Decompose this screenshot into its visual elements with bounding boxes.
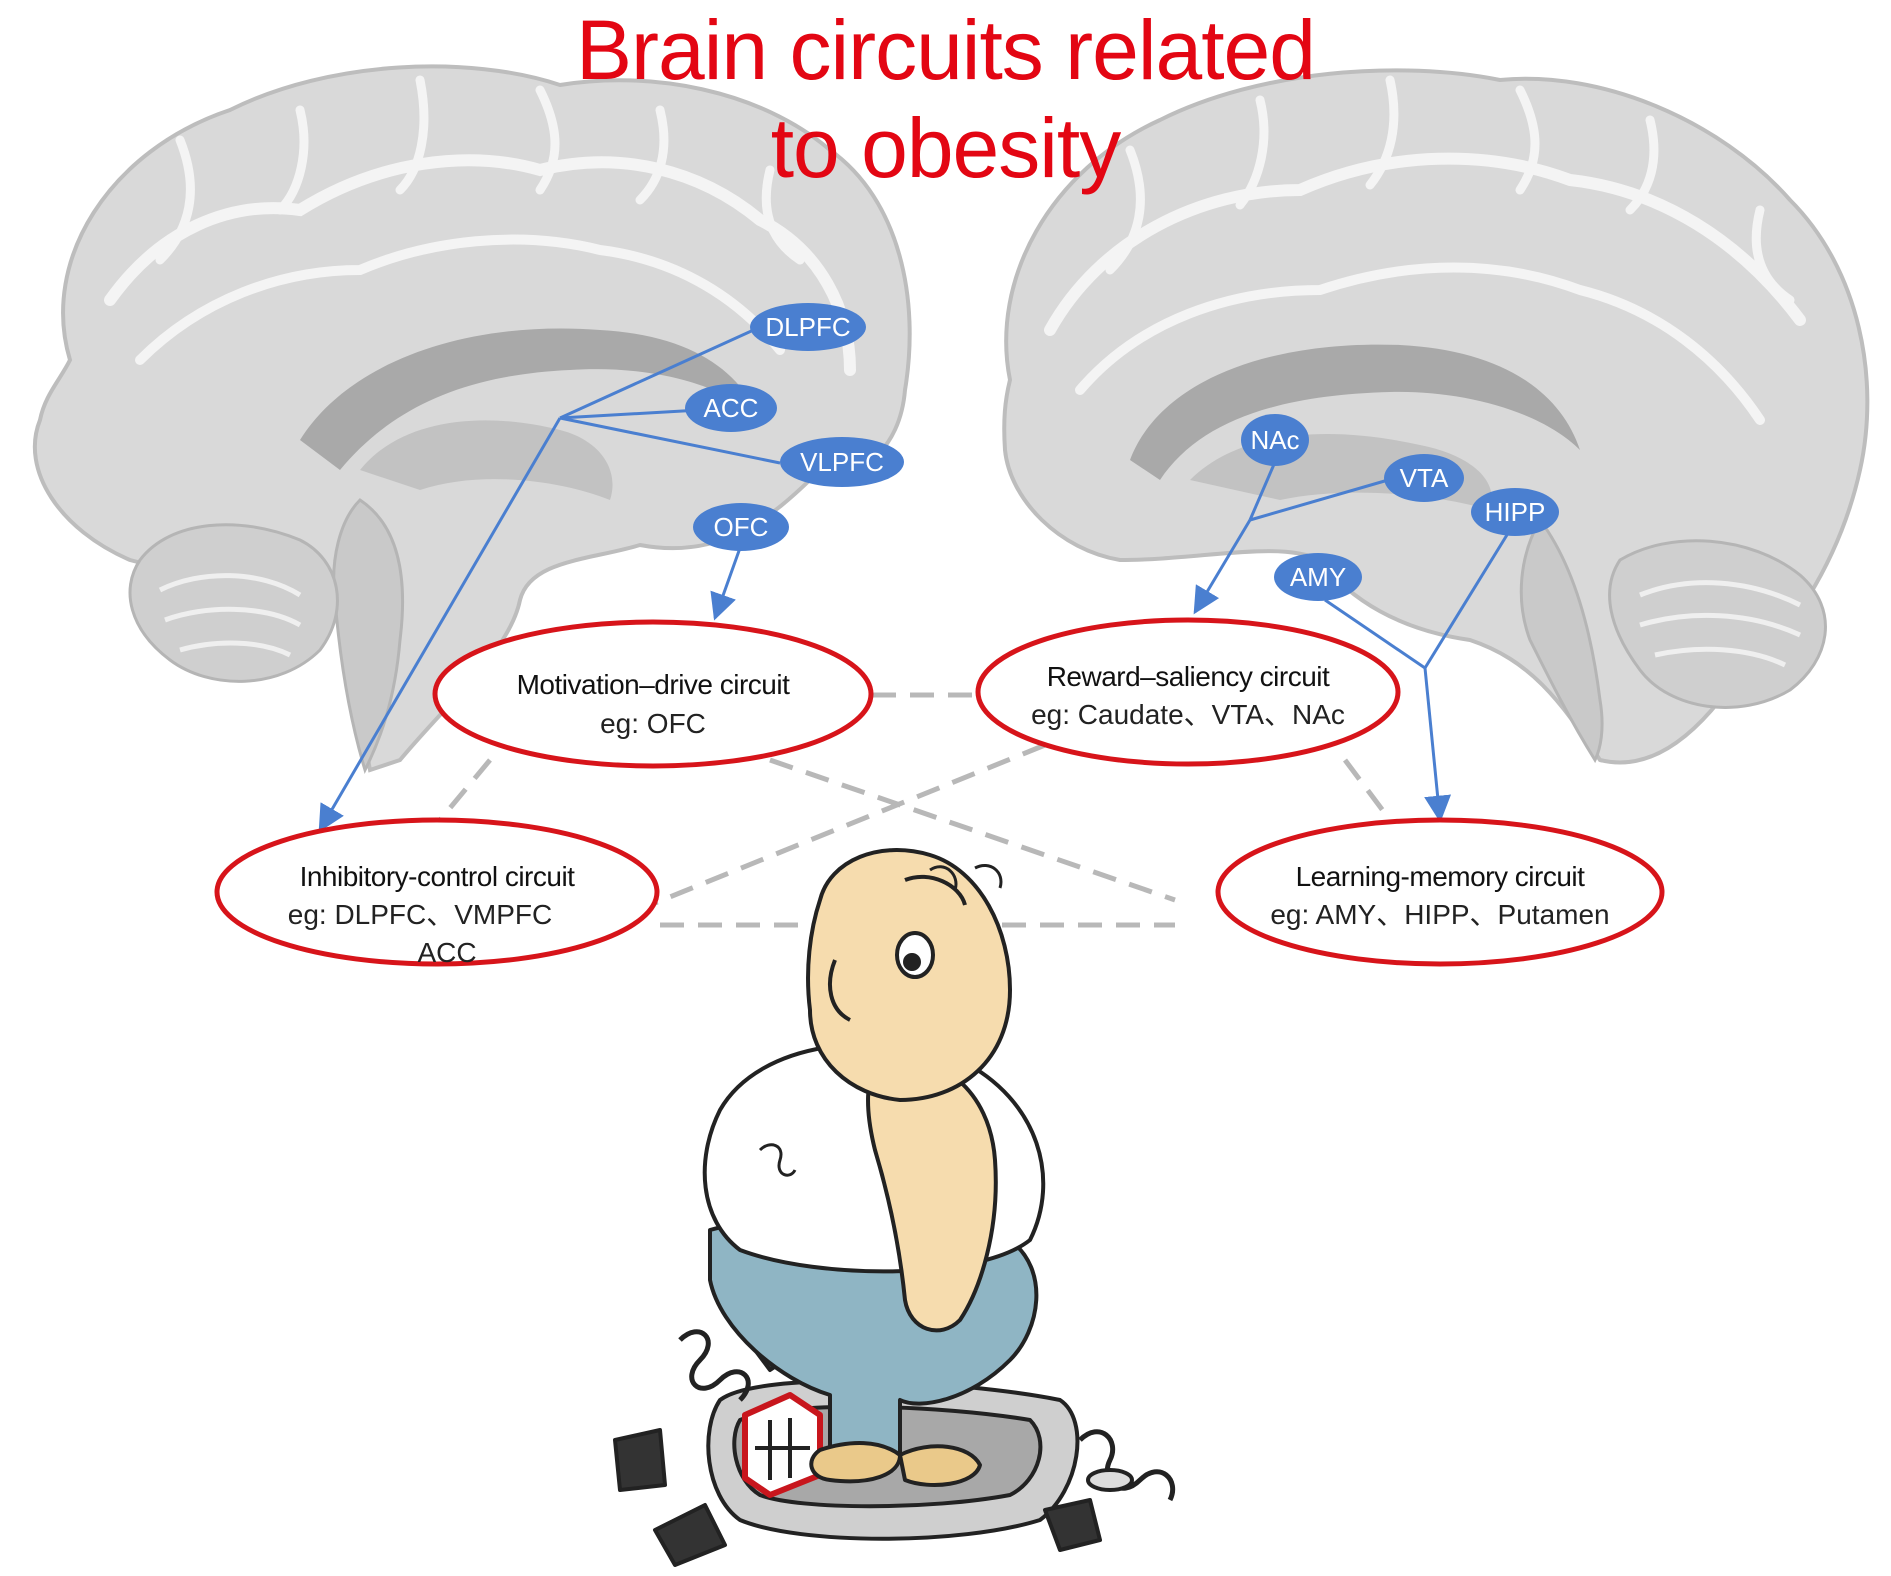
region-dlpfc-label: DLPFC — [765, 312, 850, 342]
region-ofc: OFC — [693, 503, 789, 551]
circuit-learning: Learning-memory circuit eg: AMY、HIPP、Put… — [1215, 817, 1665, 967]
circuit-reward-examples: eg: Caudate、VTA、NAc — [1031, 699, 1345, 730]
circuit-learning-examples: eg: AMY、HIPP、Putamen — [1270, 899, 1609, 930]
region-dlpfc: DLPFC — [750, 303, 866, 351]
circuit-reward: Reward–saliency circuit eg: Caudate、VTA、… — [975, 617, 1401, 767]
region-amy-label: AMY — [1290, 562, 1346, 592]
circuit-motivation-name: Motivation–drive circuit — [517, 669, 790, 700]
region-vta: VTA — [1384, 454, 1464, 502]
right-brain-icon — [1002, 68, 1870, 765]
circuit-motivation-examples: eg: OFC — [600, 708, 706, 739]
region-vta-label: VTA — [1400, 463, 1449, 493]
circuit-inhibitory-examples-2: ACC — [417, 937, 476, 968]
circuit-learning-name: Learning-memory circuit — [1296, 861, 1586, 892]
region-nac: NAc — [1241, 414, 1309, 466]
left-region-arrows — [318, 326, 781, 833]
circuit-inhibitory: Inhibitory-control circuit eg: DLPFC、VMP… — [214, 817, 660, 968]
obese-man-on-scale-icon — [613, 848, 1176, 1567]
region-ofc-label: OFC — [714, 512, 769, 542]
left-brain-icon — [32, 64, 912, 775]
region-vlpfc-label: VLPFC — [800, 447, 884, 477]
right-region-arrows — [1193, 461, 1512, 823]
circuit-reward-name: Reward–saliency circuit — [1047, 661, 1330, 692]
circuit-inhibitory-name: Inhibitory-control circuit — [300, 861, 576, 892]
region-vlpfc: VLPFC — [780, 437, 904, 487]
region-acc-label: ACC — [704, 393, 759, 423]
circuit-motivation: Motivation–drive circuit eg: OFC — [432, 619, 874, 769]
region-hipp: HIPP — [1471, 488, 1559, 536]
region-amy: AMY — [1274, 553, 1362, 601]
figure-title-line1: Brain circuits related — [576, 3, 1316, 97]
region-nac-label: NAc — [1250, 425, 1299, 455]
circuit-connectors — [438, 692, 1392, 928]
region-acc: ACC — [685, 384, 777, 432]
circuit-inhibitory-examples: eg: DLPFC、VMPFC — [288, 899, 553, 930]
region-hipp-label: HIPP — [1485, 497, 1546, 527]
figure-title-line2: to obesity — [770, 101, 1122, 195]
